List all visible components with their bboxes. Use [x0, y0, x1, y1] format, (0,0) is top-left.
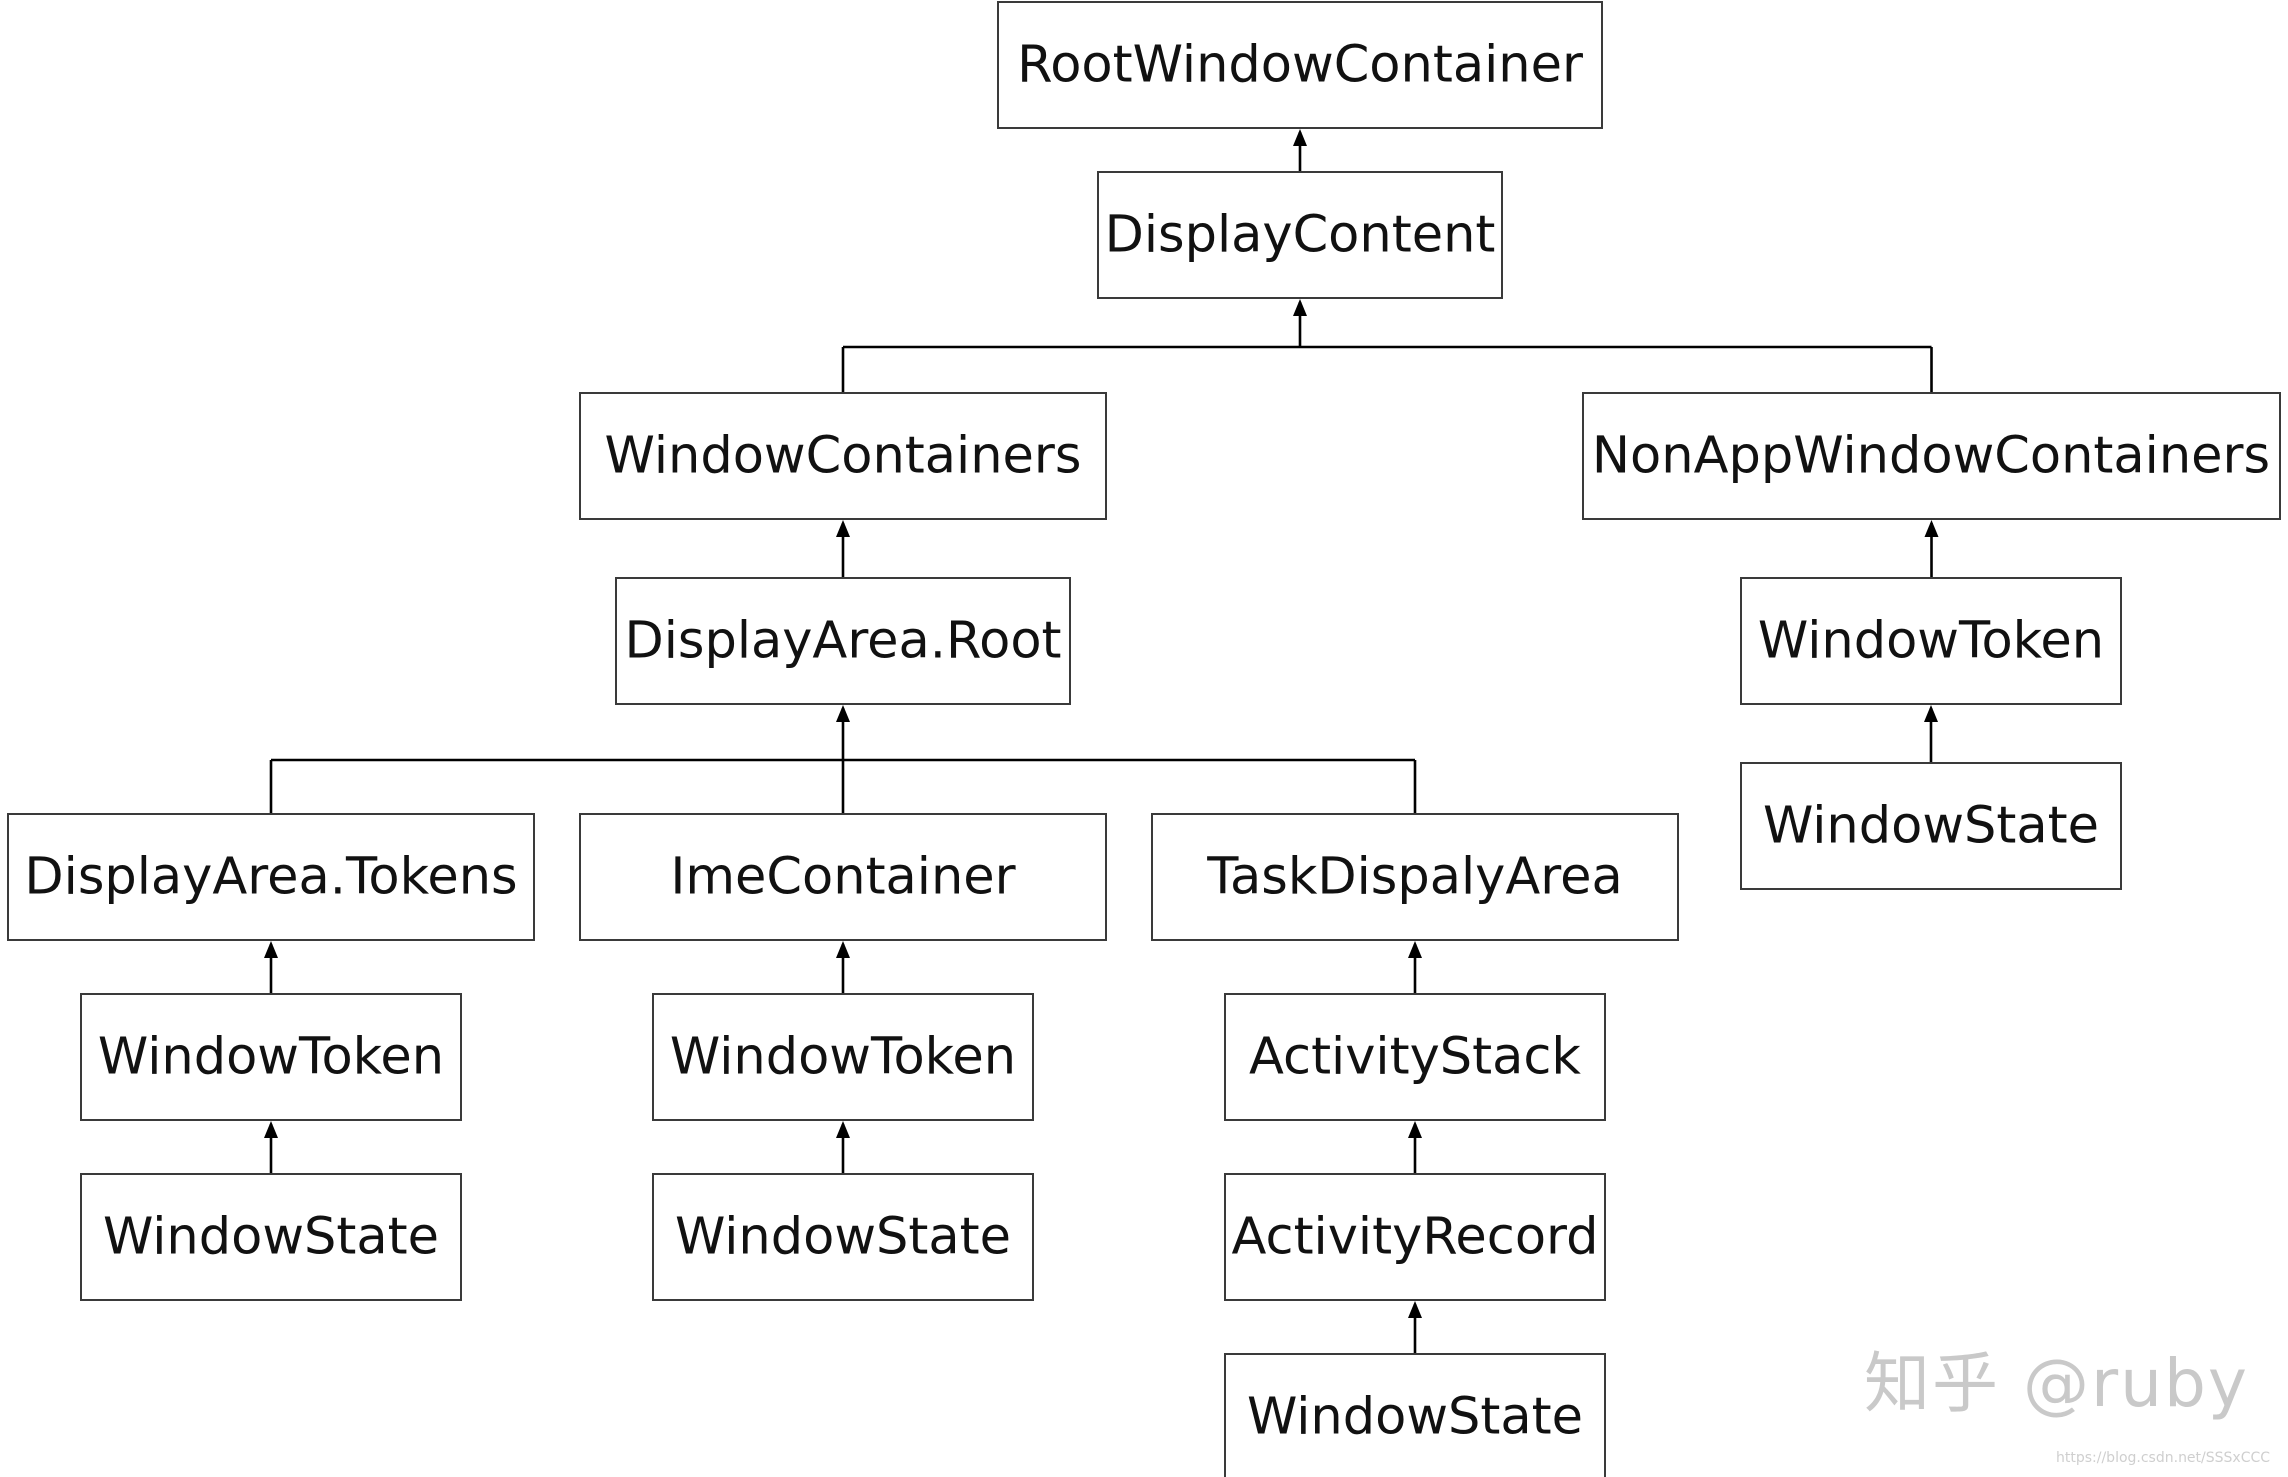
- arrow-head: [1408, 1301, 1422, 1318]
- node-label: WindowToken: [1758, 612, 2104, 671]
- arrow-head: [264, 1121, 278, 1138]
- arrow-head: [836, 1121, 850, 1138]
- edges-layer: [264, 129, 1939, 1354]
- watermark-logo: 知乎 @ruby: [1864, 1345, 2249, 1422]
- node-display-content: DisplayContent: [1097, 171, 1503, 299]
- node-ime-container: ImeContainer: [579, 813, 1107, 941]
- node-label: WindowToken: [670, 1028, 1016, 1087]
- node-label: NonAppWindowContainers: [1592, 427, 2270, 486]
- watermark-url: https://blog.csdn.net/SSSxCCC: [2056, 1450, 2271, 1466]
- node-non-app-window-token: WindowToken: [1740, 577, 2122, 705]
- arrow-head: [836, 941, 850, 958]
- arrow-head: [264, 941, 278, 958]
- arrow-head: [1924, 705, 1938, 722]
- node-ime-window-token: WindowToken: [652, 993, 1034, 1121]
- node-tokens-window-token: WindowToken: [80, 993, 462, 1121]
- node-activity-window-state: WindowState: [1224, 1353, 1606, 1477]
- arrow-head: [1293, 299, 1307, 316]
- node-window-containers: WindowContainers: [579, 392, 1107, 520]
- node-label: DisplayArea.Root: [624, 612, 1061, 671]
- node-display-area-root: DisplayArea.Root: [615, 577, 1071, 705]
- node-label: WindowState: [103, 1208, 439, 1267]
- arrow-head: [1408, 1121, 1422, 1138]
- node-non-app-window-containers: NonAppWindowContainers: [1582, 392, 2281, 520]
- node-non-app-window-state: WindowState: [1740, 762, 2122, 890]
- arrow-head: [1924, 520, 1939, 537]
- node-label: DisplayArea.Tokens: [24, 848, 517, 907]
- node-label: TaskDispalyArea: [1206, 848, 1622, 907]
- node-tokens-window-state: WindowState: [80, 1173, 462, 1301]
- node-label: ImeContainer: [670, 848, 1015, 907]
- node-ime-window-state: WindowState: [652, 1173, 1034, 1301]
- arrow-head: [836, 520, 850, 537]
- node-label: WindowState: [675, 1208, 1011, 1267]
- node-label: WindowState: [1763, 797, 2099, 856]
- node-label: RootWindowContainer: [1017, 36, 1583, 95]
- node-label: ActivityStack: [1249, 1028, 1581, 1087]
- node-display-area-tokens: DisplayArea.Tokens: [7, 813, 535, 941]
- node-activity-record: ActivityRecord: [1224, 1173, 1606, 1301]
- node-label: WindowContainers: [605, 427, 1082, 486]
- node-task-display-area: TaskDispalyArea: [1151, 813, 1679, 941]
- node-activity-stack: ActivityStack: [1224, 993, 1606, 1121]
- arrow-head: [1408, 941, 1422, 958]
- node-label: ActivityRecord: [1232, 1208, 1599, 1267]
- node-label: WindowToken: [98, 1028, 444, 1087]
- arrow-head: [836, 705, 850, 722]
- node-label: DisplayContent: [1105, 206, 1496, 265]
- node-root-window-container: RootWindowContainer: [997, 1, 1603, 129]
- node-label: WindowState: [1247, 1388, 1583, 1447]
- arrow-head: [1293, 129, 1307, 146]
